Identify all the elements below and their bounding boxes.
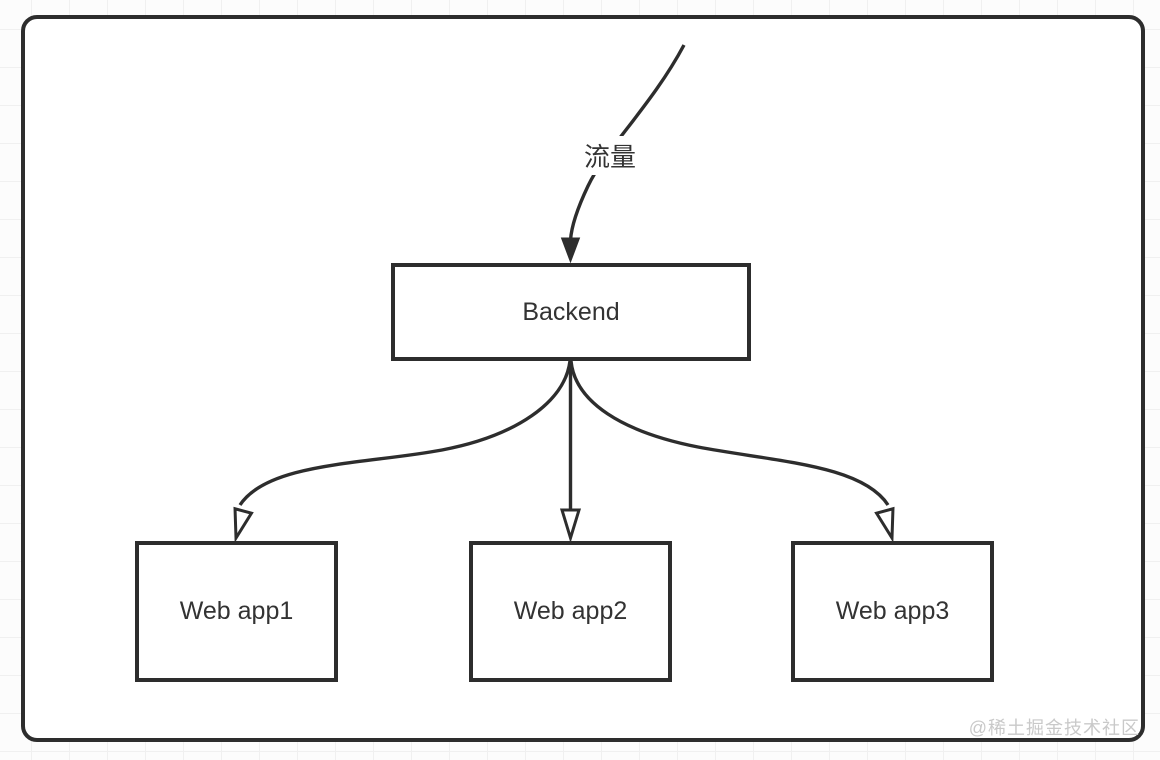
edge-backend-to-webapp1 (238, 360, 572, 506)
arrowhead-webapp2-open (559, 508, 582, 544)
edge-label-traffic: 流量 (580, 136, 641, 175)
watermark-text: @稀土掘金技术社区 (968, 718, 1140, 738)
node-webapp2: Web app2 (469, 541, 672, 682)
arrowhead-webapp3-open (874, 506, 895, 543)
arrowhead-traffic-solid (560, 237, 581, 264)
edge-backend-to-webapp3 (569, 360, 890, 506)
node-webapp1: Web app1 (135, 541, 338, 682)
node-backend: Backend (391, 263, 751, 361)
node-webapp3: Web app3 (791, 541, 994, 682)
arrowhead-webapp1-open (233, 506, 254, 543)
